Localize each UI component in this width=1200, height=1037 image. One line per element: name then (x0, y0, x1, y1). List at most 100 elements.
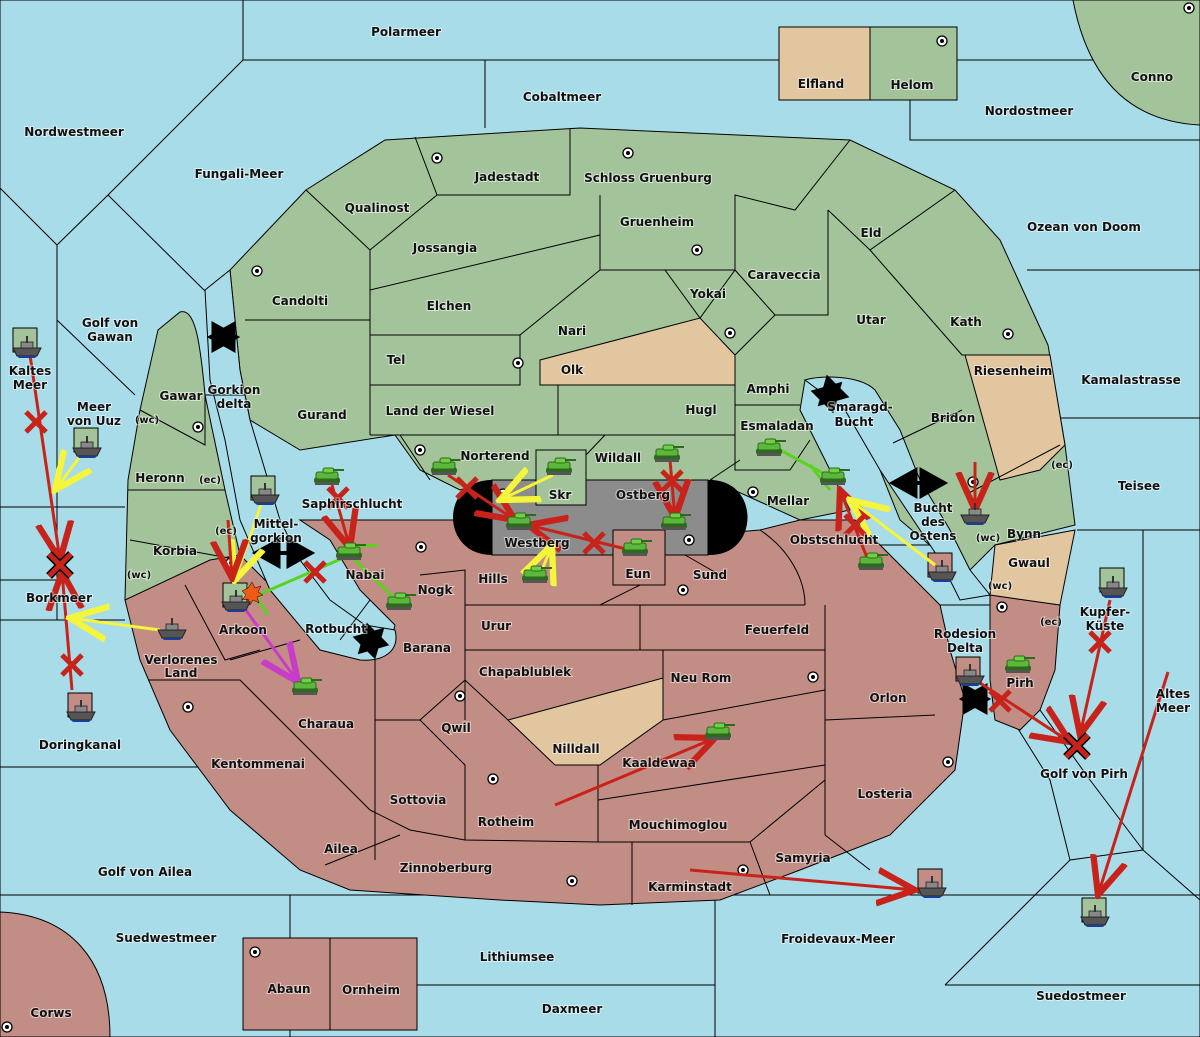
label-orlon: Orlon (869, 691, 906, 705)
label-nari: Nari (558, 324, 586, 338)
label-neu-rom: Neu Rom (671, 671, 732, 685)
label-kupfer-2: Küste (1086, 619, 1125, 633)
label-daxmeer: Daxmeer (542, 1002, 603, 1016)
label-amphi: Amphi (746, 382, 789, 396)
label-suedostmeer: Suedostmeer (1036, 989, 1126, 1003)
label-gwaul: Gwaul (1008, 556, 1050, 570)
label-utar: Utar (856, 313, 886, 327)
label-coast-wc: (wc) (135, 415, 159, 426)
label-golf-gawan-1: Golf von (82, 316, 138, 330)
province-corws[interactable] (0, 911, 111, 1037)
label-korbia: Korbia (153, 544, 197, 558)
province-helom[interactable] (869, 26, 958, 101)
province-labels: Polarmeer Cobaltmeer Elfland Helom Conno… (8, 24, 1191, 1021)
label-mittel-2: gorkion (250, 531, 302, 545)
label-gorkion-1: Gorkion (208, 383, 261, 397)
label-cobaltmeer: Cobaltmeer (523, 90, 601, 104)
label-qualinost: Qualinost (345, 201, 410, 215)
label-altes-1: Altes (1156, 687, 1190, 701)
label-kentommenai: Kentommenai (211, 757, 305, 771)
label-riesenheim: Riesenheim (974, 364, 1053, 378)
label-coast-wc: (wc) (988, 581, 1012, 592)
label-golf-pirh: Golf von Pirh (1040, 767, 1128, 781)
label-obstschlucht: Obstschlucht (790, 533, 879, 547)
label-smaragd-2: Bucht (834, 415, 873, 429)
label-westberg: Westberg (504, 536, 569, 550)
label-hills: Hills (478, 572, 508, 586)
label-samyria: Samyria (775, 851, 830, 865)
battle-explosion-icon (241, 581, 264, 606)
label-rodesion-1: Rodesion (934, 627, 996, 641)
label-charaua: Charaua (298, 717, 354, 731)
label-rotheim: Rotheim (478, 815, 535, 829)
label-nordwestmeer: Nordwestmeer (24, 125, 124, 139)
label-kaltes-2: Meer (13, 378, 47, 392)
label-hugl: Hugl (685, 403, 716, 417)
label-helom: Helom (890, 78, 933, 92)
label-olk: Olk (561, 363, 584, 377)
label-abaun: Abaun (267, 982, 310, 996)
label-elfland: Elfland (798, 77, 844, 91)
label-mouchimoglou: Mouchimoglou (629, 818, 728, 832)
sea-mittelgorkion[interactable] (204, 269, 397, 661)
label-pirh: Pirh (1006, 676, 1033, 690)
label-caraveccia: Caraveccia (747, 268, 820, 282)
label-coast-ec: (ec) (1051, 460, 1073, 471)
label-kaaldewaa: Kaaldewaa (622, 756, 696, 770)
label-bucht-2: des (921, 515, 945, 529)
province-conno[interactable] (1072, 0, 1200, 126)
label-coast-ec: (ec) (215, 526, 237, 537)
label-schloss: Schloss Gruenburg (584, 171, 712, 185)
label-teisee: Teisee (1118, 479, 1160, 493)
label-nabai: Nabai (346, 568, 385, 582)
label-feuerfeld: Feuerfeld (745, 623, 810, 637)
label-ailea: Ailea (324, 842, 358, 856)
label-fungali: Fungali-Meer (195, 167, 284, 181)
label-zinnoberburg: Zinnoberburg (400, 861, 492, 875)
label-uuz-1: Meer (77, 400, 111, 414)
label-gawar: Gawar (159, 389, 202, 403)
label-golf-ailea: Golf von Ailea (98, 865, 192, 879)
label-jossangia: Jossangia (412, 241, 477, 255)
label-nordostmeer: Nordostmeer (985, 104, 1074, 118)
label-ornheim: Ornheim (342, 983, 400, 997)
label-conno: Conno (1131, 70, 1173, 84)
label-wildall: Wildall (595, 451, 641, 465)
label-suedwestmeer: Suedwestmeer (116, 931, 217, 945)
label-heronn: Heronn (135, 471, 184, 485)
province-gwaul[interactable] (989, 529, 1076, 606)
label-kupfer-1: Kupfer- (1080, 605, 1130, 619)
label-golf-gawan-2: Gawan (87, 330, 133, 344)
province-olk[interactable] (539, 317, 736, 386)
label-rodesion-2: Delta (947, 641, 983, 655)
label-verlorenes-1: Verlorenes (145, 653, 218, 667)
label-gruenheim: Gruenheim (620, 215, 694, 229)
label-gorkion-2: delta (217, 397, 252, 411)
label-froidevaux: Froidevaux-Meer (781, 932, 895, 946)
label-corws: Corws (30, 1006, 71, 1020)
province-ornheim[interactable] (329, 937, 418, 1031)
label-elchen: Elchen (427, 299, 472, 313)
label-kath: Kath (950, 315, 982, 329)
channel-arrows (206, 321, 992, 715)
label-coast-ec: (ec) (1040, 617, 1062, 628)
province-nilldall[interactable] (507, 677, 664, 766)
label-verlorenes-2: Land (165, 666, 198, 680)
label-kamalastrasse: Kamalastrasse (1081, 373, 1181, 387)
label-land-wiesel: Land der Wiesel (386, 404, 495, 418)
label-tel: Tel (387, 353, 406, 367)
label-jadestadt: Jadestadt (474, 170, 540, 184)
label-mellar: Mellar (767, 494, 809, 508)
label-lithiumsee: Lithiumsee (480, 950, 555, 964)
label-bucht-3: Ostens (910, 529, 957, 543)
label-eld: Eld (861, 226, 882, 240)
label-borkmeer: Borkmeer (26, 591, 92, 605)
label-polarmeer: Polarmeer (371, 25, 441, 39)
label-bucht-1: Bucht (913, 501, 952, 515)
label-sottovia: Sottovia (390, 793, 447, 807)
label-esmaladan: Esmaladan (740, 419, 813, 433)
label-qwil: Qwil (441, 721, 471, 735)
label-losteria: Losteria (857, 787, 912, 801)
label-bynn: Bynn (1007, 527, 1041, 541)
